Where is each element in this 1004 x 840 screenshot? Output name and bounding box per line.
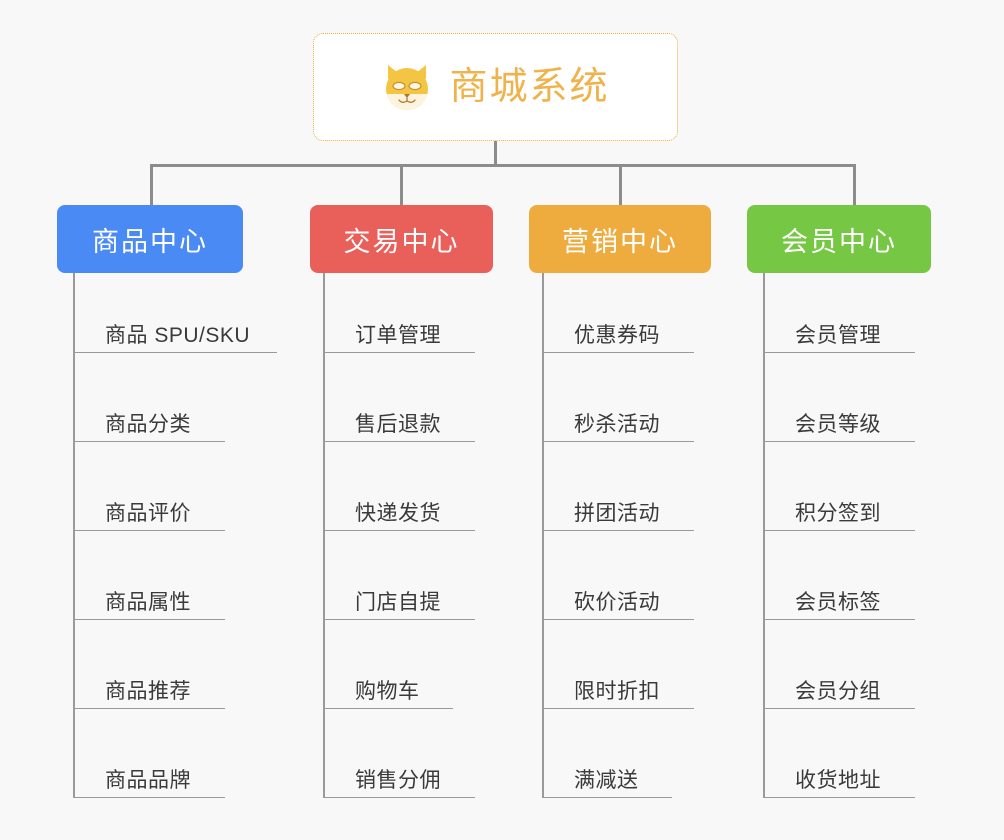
leaf-underline [763,441,915,442]
leaf-label: 满减送 [574,769,639,792]
leaf-underline [542,797,672,798]
column-spine [323,273,325,798]
category-box-2[interactable]: 交易中心 [310,205,493,273]
category-label: 商品中心 [92,226,208,257]
leaf-label: 商品品牌 [105,769,191,792]
leaf-underline [542,619,694,620]
leaf-label: 会员分组 [795,680,881,703]
leaf-underline [323,352,475,353]
leaf-underline [323,441,475,442]
leaf-underline [323,530,475,531]
leaf-underline [323,619,475,620]
leaf-underline [542,352,694,353]
leaf-underline [763,797,915,798]
leaf-underline [73,352,277,353]
leaf-underline [542,530,694,531]
leaf-label: 商品属性 [105,591,191,614]
leaf-underline [73,530,225,531]
connector-drop-2 [400,164,403,206]
leaf-label: 限时折扣 [574,680,660,703]
leaf-label: 门店自提 [355,591,441,614]
connector-drop-4 [853,164,856,206]
leaf-label: 收货地址 [795,769,881,792]
connector-drop-1 [150,164,153,206]
leaf-underline [73,708,225,709]
leaf-underline [323,708,453,709]
column-spine [542,273,544,798]
root-label: 商城系统 [449,66,610,108]
leaf-underline [323,797,475,798]
leaf-label: 会员标签 [795,591,881,614]
leaf-label: 订单管理 [355,324,441,347]
leaf-label: 砍价活动 [574,591,660,614]
leaf-underline [763,708,915,709]
leaf-underline [73,797,225,798]
leaf-underline [763,352,915,353]
leaf-underline [763,619,915,620]
leaf-label: 商品评价 [105,502,191,525]
leaf-underline [73,619,225,620]
leaf-label: 商品推荐 [105,680,191,703]
category-label: 会员中心 [781,226,897,257]
column-spine [73,273,75,798]
leaf-label: 会员管理 [795,324,881,347]
leaf-label: 秒杀活动 [574,413,660,436]
leaf-label: 购物车 [355,680,420,703]
leaf-underline [73,441,225,442]
connector-drop-3 [619,164,622,206]
category-box-1[interactable]: 商品中心 [57,205,243,273]
category-box-4[interactable]: 会员中心 [747,205,931,273]
connector-horizontal-bus [150,164,856,167]
leaf-label: 优惠券码 [574,324,660,347]
leaf-label: 商品分类 [105,413,191,436]
leaf-underline [763,530,915,531]
category-label: 交易中心 [343,226,460,257]
leaf-label: 售后退款 [355,413,441,436]
category-label: 营销中心 [562,226,678,257]
category-box-3[interactable]: 营销中心 [529,205,711,273]
root-node[interactable]: 商城系统 [313,33,678,141]
leaf-label: 销售分佣 [355,769,441,792]
leaf-label: 拼团活动 [574,502,660,525]
leaf-label: 商品 SPU/SKU [105,324,251,347]
shiba-dog-icon [381,61,433,113]
connector-root-stem [494,141,497,166]
leaf-label: 快递发货 [355,502,441,525]
leaf-underline [542,441,694,442]
leaf-label: 积分签到 [795,502,881,525]
column-spine [763,273,765,798]
leaf-underline [542,708,694,709]
leaf-label: 会员等级 [795,413,881,436]
